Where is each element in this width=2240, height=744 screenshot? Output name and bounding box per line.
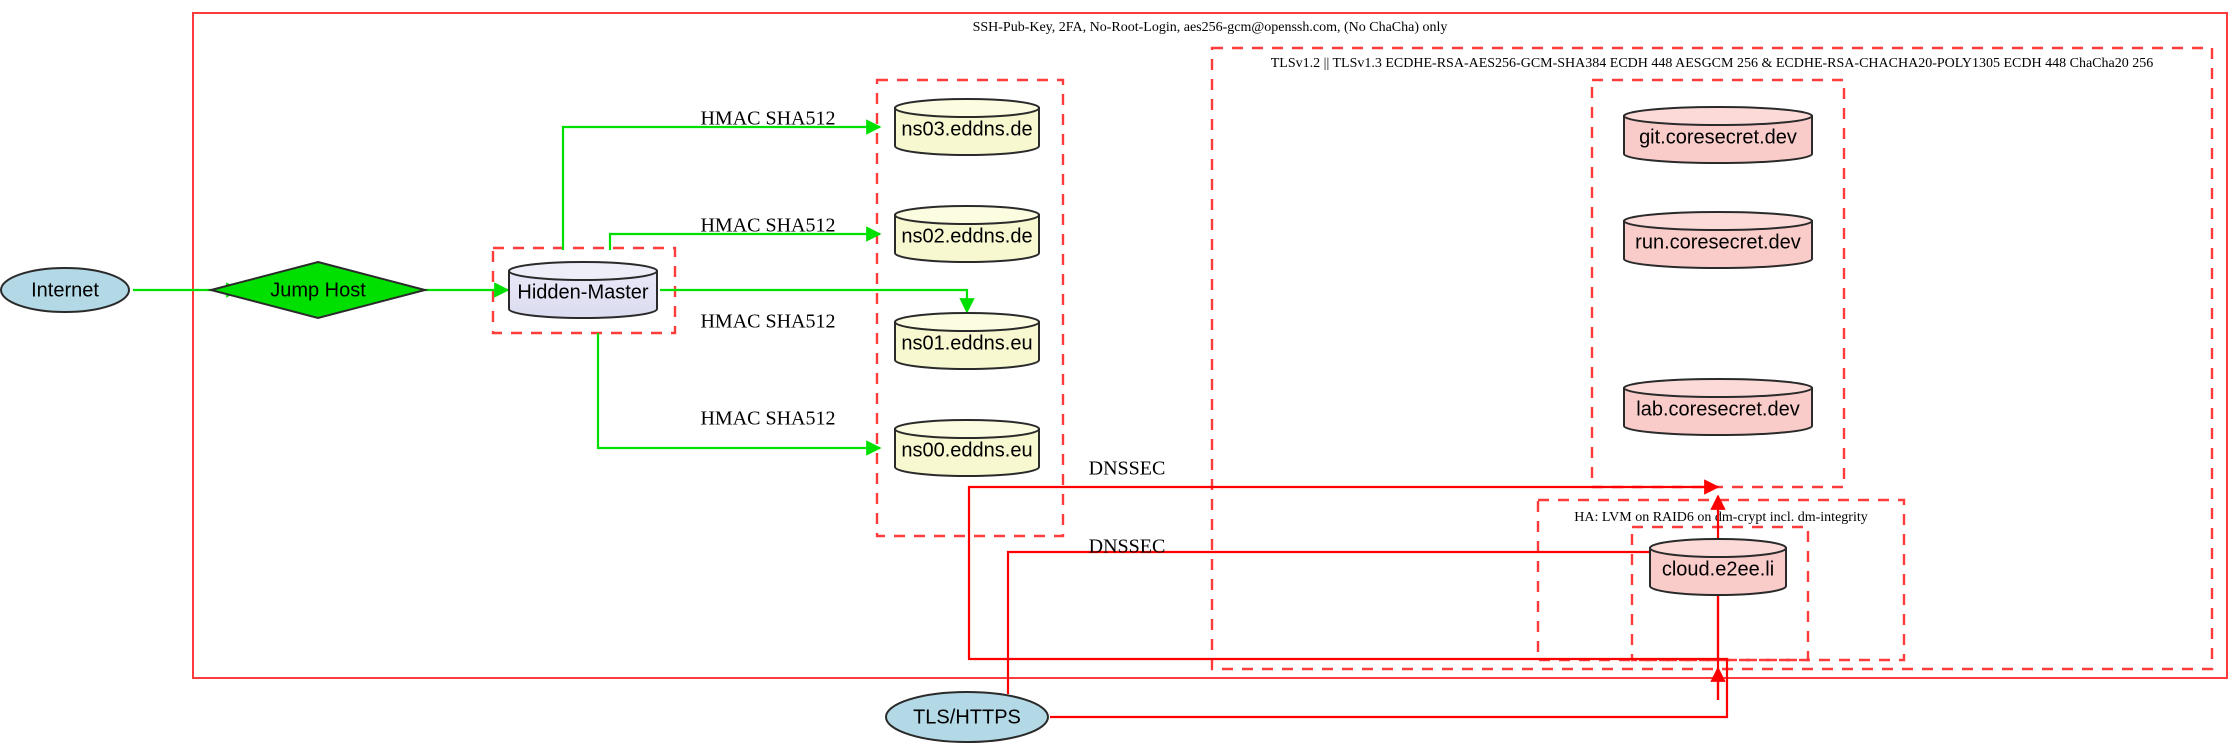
node-ns02[interactable]: ns02.eddns.de xyxy=(894,205,1040,263)
node-tls-https[interactable]: TLS/HTTPS xyxy=(885,691,1049,743)
node-cloud-e2ee[interactable]: cloud.e2ee.li xyxy=(1649,538,1787,596)
node-ns00-label: ns00.eddns.eu xyxy=(901,439,1032,461)
edge-label-hmac-ns01: HMAC SHA512 xyxy=(700,311,835,333)
edge-tls-dev-cluster: DNSSEC xyxy=(967,458,1729,719)
edge-label-dnssec-dev: DNSSEC xyxy=(1089,458,1166,480)
node-jump-host-label: Jump Host xyxy=(270,279,366,301)
edge-master-ns03: HMAC SHA512 xyxy=(561,108,882,250)
edge-tls-cloud-cluster: DNSSEC xyxy=(1006,536,1720,694)
node-internet-label: Internet xyxy=(31,279,99,301)
edge-master-ns02: HMAC SHA512 xyxy=(608,215,882,250)
cluster-ha-label: HA: LVM on RAID6 on dm-crypt incl. dm-in… xyxy=(1574,510,1867,525)
node-ns03-label: ns03.eddns.de xyxy=(901,118,1032,140)
node-internet[interactable]: Internet xyxy=(0,267,130,313)
edge-label-hmac-ns00: HMAC SHA512 xyxy=(700,408,835,430)
node-git-coresecret[interactable]: git.coresecret.dev xyxy=(1623,106,1813,164)
node-ns01-label: ns01.eddns.eu xyxy=(901,332,1032,354)
node-ns01[interactable]: ns01.eddns.eu xyxy=(894,312,1040,370)
edge-label-hmac-ns02: HMAC SHA512 xyxy=(700,215,835,237)
node-git-coresecret-label: git.coresecret.dev xyxy=(1639,126,1797,148)
node-hidden-master[interactable]: Hidden-Master xyxy=(508,261,658,319)
node-lab-coresecret-label: lab.coresecret.dev xyxy=(1636,398,1799,420)
cluster-ssh-label: SSH-Pub-Key, 2FA, No-Root-Login, aes256-… xyxy=(973,20,1448,35)
cluster-tls-label: TLSv1.2 || TLSv1.3 ECDHE-RSA-AES256-GCM-… xyxy=(1271,56,2153,71)
edge-master-ns00: HMAC SHA512 xyxy=(596,333,882,456)
node-jump-host[interactable]: Jump Host xyxy=(207,260,429,320)
edge-master-ns01: HMAC SHA512 xyxy=(660,288,975,333)
node-hidden-master-label: Hidden-Master xyxy=(517,281,649,303)
node-tls-https-label: TLS/HTTPS xyxy=(913,706,1021,728)
cluster-ssh: SSH-Pub-Key, 2FA, No-Root-Login, aes256-… xyxy=(192,12,2228,679)
node-ns00[interactable]: ns00.eddns.eu xyxy=(894,419,1040,477)
edge-label-hmac-ns03: HMAC SHA512 xyxy=(700,108,835,130)
node-lab-coresecret[interactable]: lab.coresecret.dev xyxy=(1623,378,1813,436)
node-ns03[interactable]: ns03.eddns.de xyxy=(894,98,1040,156)
cluster-cloud xyxy=(1630,525,1810,662)
edge-label-dnssec-cloud: DNSSEC xyxy=(1089,536,1166,558)
node-ns02-label: ns02.eddns.de xyxy=(901,225,1032,247)
node-run-coresecret-label: run.coresecret.dev xyxy=(1635,231,1801,253)
node-run-coresecret[interactable]: run.coresecret.dev xyxy=(1623,211,1813,269)
node-cloud-e2ee-label: cloud.e2ee.li xyxy=(1662,558,1774,580)
